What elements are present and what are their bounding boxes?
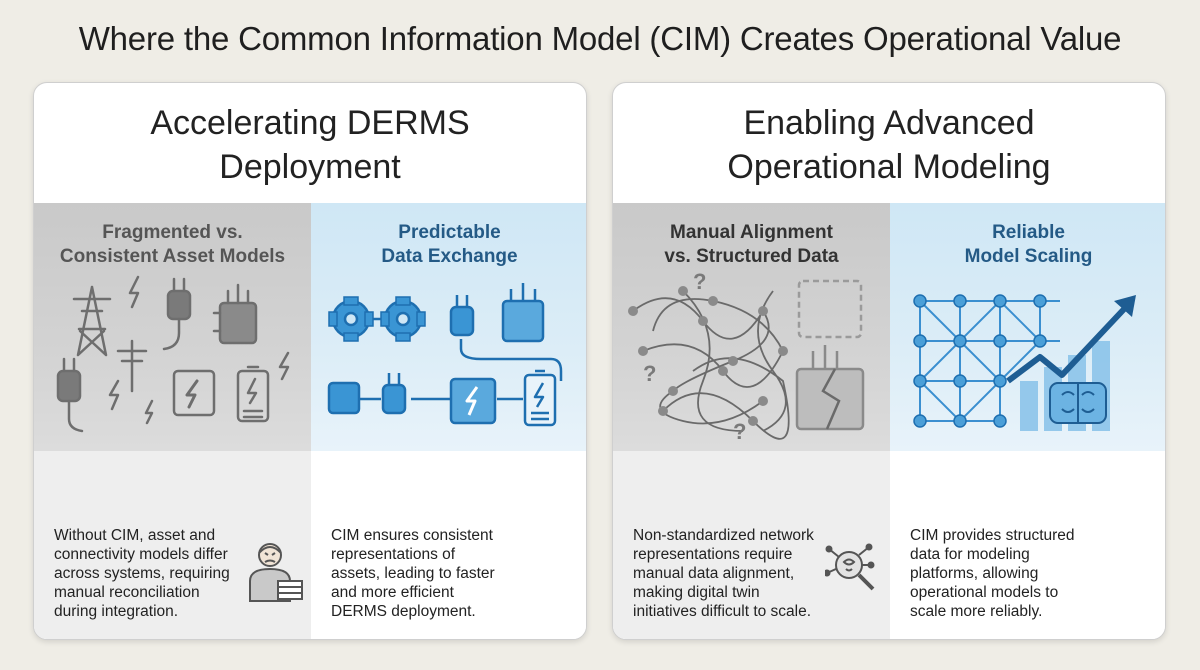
connected-assets-icons <box>327 283 563 427</box>
broken-device-icon <box>797 279 863 339</box>
panel-title: Fragmented vs. Consistent Asset Models <box>59 222 286 267</box>
gear-icon <box>383 299 423 339</box>
card-title: Accelerating DERMS Deployment <box>150 104 470 186</box>
puzzle-icon <box>327 381 361 415</box>
panel-title: Predictable Data Exchange <box>381 222 518 267</box>
lightning-icon <box>128 275 140 309</box>
panel-fragmented-models: Fragmented vs. Consistent Asset Models <box>34 203 311 639</box>
frustrated-worker-icon <box>249 543 303 602</box>
power-box-icon <box>172 369 216 417</box>
panel-description: CIM provides structured data for modelin… <box>910 527 1075 620</box>
growth-arrow-icon <box>1006 304 1129 384</box>
transformer-icon <box>501 283 545 343</box>
panel-description: Without CIM, asset and connectivity mode… <box>54 527 230 620</box>
question-mark-icon: ? <box>733 419 746 444</box>
transformer-icon <box>212 283 258 345</box>
page-title: Where the Common Information Model (CIM)… <box>78 20 1122 57</box>
brain-chip-icon <box>1049 382 1107 424</box>
panel-description-area: CIM ensures consistent representations o… <box>311 451 586 639</box>
illustration-scaling: Reliable Model Scaling <box>890 203 1165 451</box>
network-node-icon <box>913 294 1047 428</box>
card-modeling: Enabling Advanced Operational Modeling M… <box>612 82 1166 640</box>
panel-predictable-exchange: Predictable Data Exchange <box>311 203 586 639</box>
panel-title: Reliable Model Scaling <box>964 222 1093 267</box>
panel-model-scaling: Reliable Model Scaling <box>890 203 1165 639</box>
power-box-icon <box>449 377 497 425</box>
battery-icon <box>523 369 557 427</box>
card-title: Enabling Advanced Operational Modeling <box>727 104 1051 186</box>
panel-title: Manual Alignment vs. Structured Data <box>664 222 839 267</box>
plug-icon <box>381 373 407 415</box>
panel-description: Non-standardized network representations… <box>633 527 814 620</box>
network-growth-icons <box>913 294 1136 431</box>
tangled-data-icons: ? ? ? <box>628 271 865 444</box>
question-mark-icon: ? <box>693 271 706 294</box>
illustration-manual: Manual Alignment vs. Structured Data <box>613 203 890 451</box>
transmission-tower-icon <box>72 285 112 357</box>
panel-description: CIM ensures consistent representations o… <box>331 527 495 620</box>
illustration-predictable: Predictable Data Exchange <box>311 203 586 451</box>
fragmented-assets-icons <box>56 275 290 433</box>
panel-description-area: CIM provides structured data for modelin… <box>890 451 1165 639</box>
plug-icon <box>162 277 192 351</box>
panel-description-area: Without CIM, asset and connectivity mode… <box>34 451 311 639</box>
battery-icon <box>236 365 270 423</box>
magnifier-network-icon <box>825 543 875 591</box>
panel-manual-alignment: Manual Alignment vs. Structured Data <box>613 203 890 639</box>
utility-pole-icon <box>116 339 148 393</box>
plug-icon <box>56 357 84 433</box>
lightning-icon <box>108 379 120 411</box>
gear-icon <box>331 299 371 339</box>
illustration-fragmented: Fragmented vs. Consistent Asset Models <box>34 203 311 451</box>
card-derms: Accelerating DERMS Deployment Fragmented… <box>33 82 587 640</box>
question-mark-icon: ? <box>643 361 656 386</box>
panel-description-area: Non-standardized network representations… <box>613 451 890 639</box>
lightning-icon <box>278 351 290 381</box>
broken-transformer-icon <box>795 345 865 431</box>
plug-icon <box>449 295 475 337</box>
